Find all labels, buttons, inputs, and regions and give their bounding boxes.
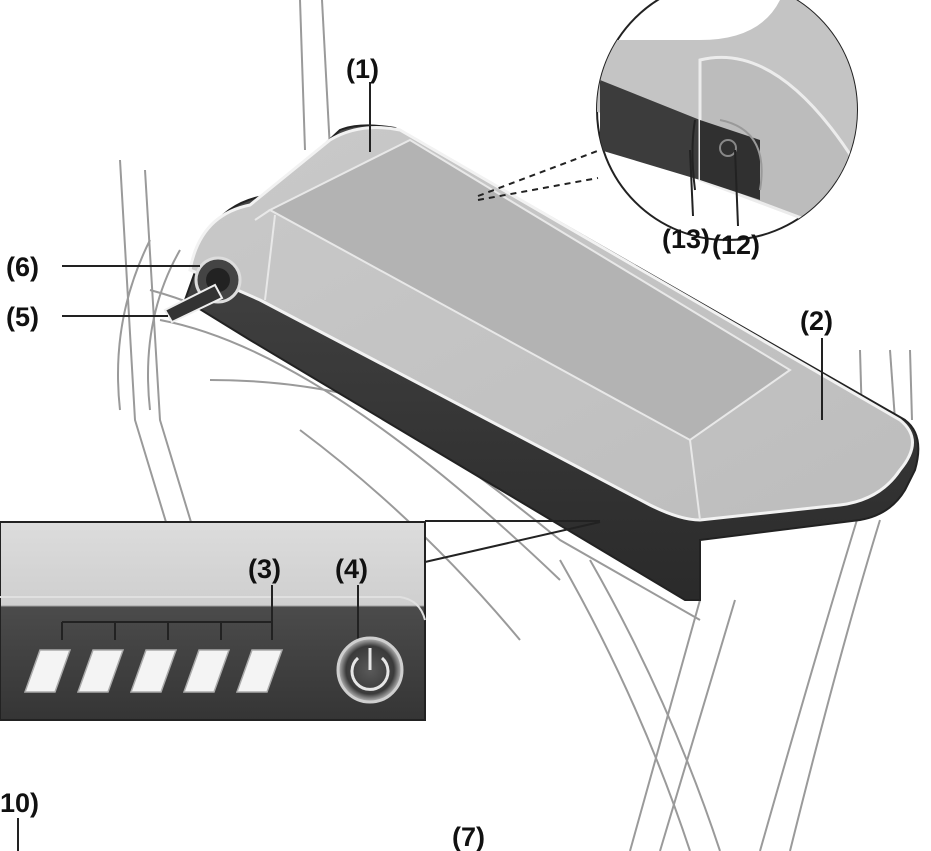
callout-3: (3)	[248, 554, 281, 584]
callout-13: (13)	[662, 224, 710, 254]
leader-lines	[62, 82, 823, 563]
callout-1: (1)	[346, 54, 379, 84]
callout-12: (12)	[712, 230, 760, 260]
power-button	[336, 636, 404, 704]
callout-7: (7)	[452, 822, 485, 851]
led-inset-panel	[0, 521, 426, 721]
callout-5: (5)	[6, 302, 39, 332]
detail-magnifier	[596, 0, 858, 241]
led-indicators	[23, 649, 284, 693]
callout-4: (4)	[335, 554, 368, 584]
charge-socket	[163, 256, 242, 324]
callout-10: 10)	[0, 788, 39, 818]
callout-2: (2)	[800, 306, 833, 336]
battery-pack	[183, 124, 920, 601]
callout-6: (6)	[6, 252, 39, 282]
